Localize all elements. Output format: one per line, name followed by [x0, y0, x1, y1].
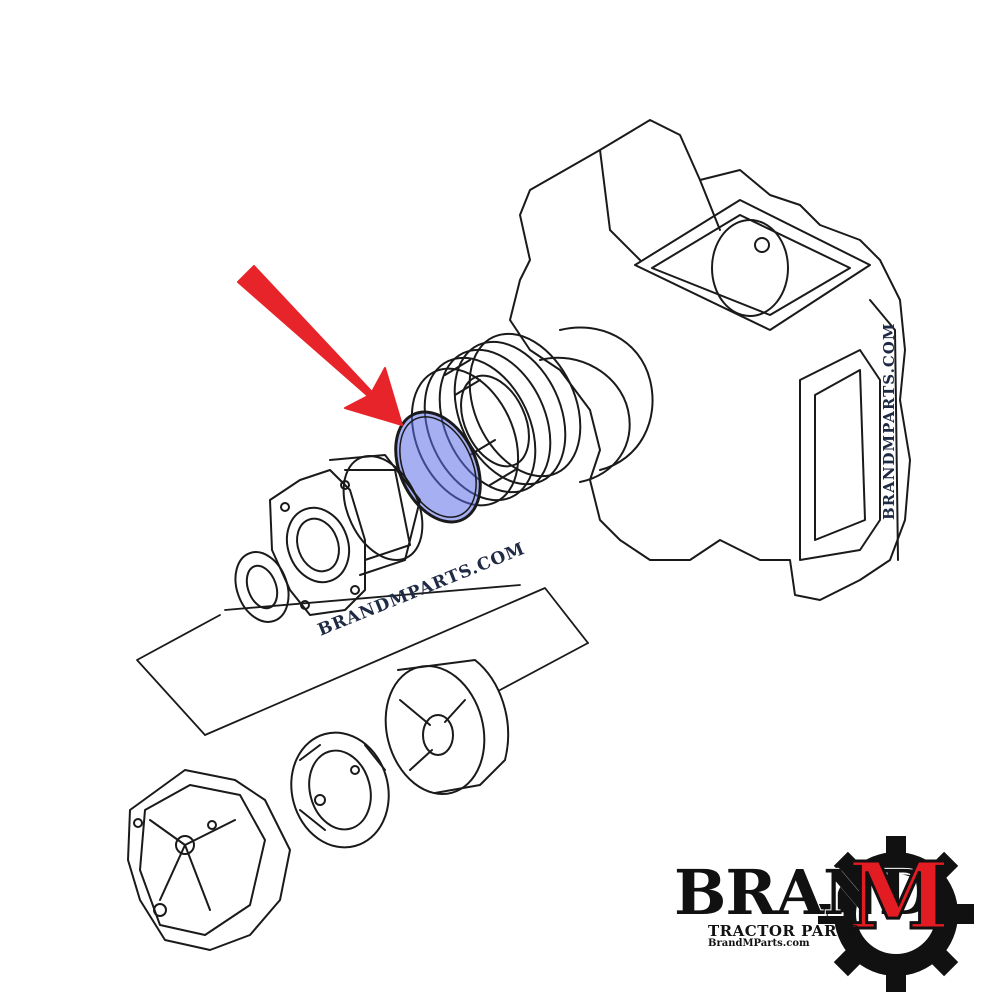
brake-shoe-assembly [290, 731, 390, 849]
logo-brand-text: BRAND [674, 856, 932, 929]
brake-cover [127, 769, 291, 951]
transmission-housing [509, 119, 911, 601]
callout-arrow [237, 265, 403, 426]
group-bracket [136, 584, 589, 736]
bell-housing [329, 454, 424, 576]
brake-drum [384, 659, 510, 796]
logo-url: BrandMParts.com [708, 938, 810, 949]
brand-m-logo: BRAND M TRACTOR PARTS BrandMParts.com [668, 822, 980, 992]
logo-subtitle: TRACTOR PARTS [708, 922, 860, 940]
watermark-right: BRANDMPARTS.COM [880, 322, 898, 520]
logo-m-letter: M [847, 842, 952, 950]
gear-icon [818, 836, 974, 992]
oil-seal [234, 551, 290, 623]
flange-housing [269, 469, 366, 616]
